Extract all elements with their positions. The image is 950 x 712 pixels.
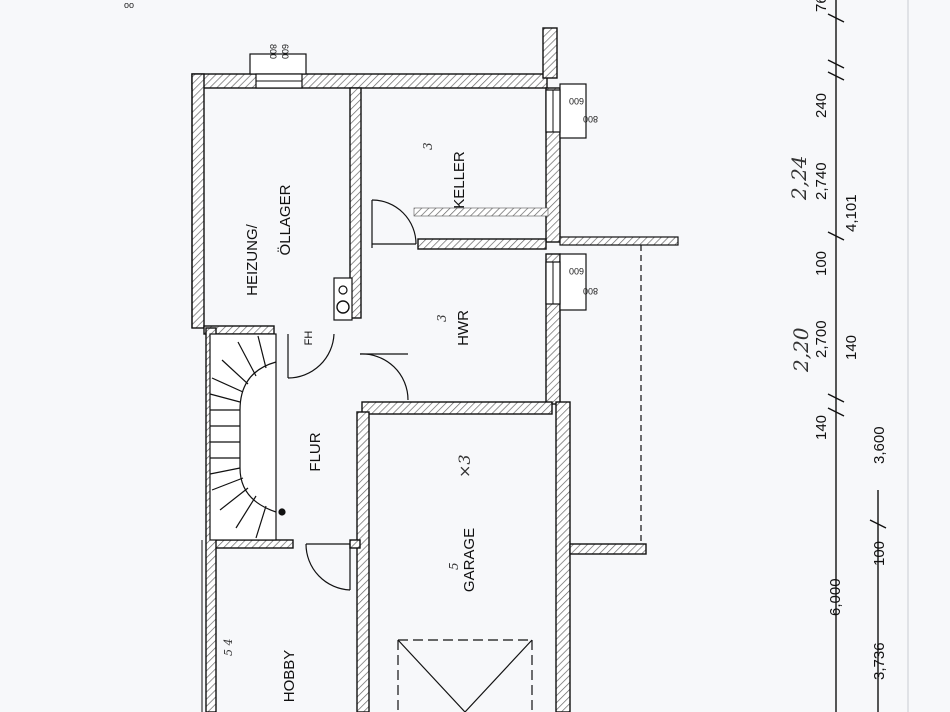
staircase [209,333,286,541]
dim-76: 76 [813,0,830,12]
wall-garage-top [361,401,553,415]
garage-door-symbol [397,639,533,712]
terrace-wall [559,236,679,246]
window-right-2 [545,253,587,311]
dim-2740: 2,740 [813,162,830,200]
hand-mark-garage: 5 [447,562,461,570]
window-top-label-b: 600 [280,44,290,59]
window-top [249,53,307,89]
room-label-keller: KELLER [451,151,468,209]
dim-140-a: 140 [813,415,830,440]
hand-mark-x3: ×3 [455,454,474,478]
wall-top [191,73,548,89]
corner-mark: oo [124,0,134,10]
dim-6000: 6,000 [827,578,844,616]
window-right-2-label-b: 800 [583,286,598,296]
door-flur-bottom [305,543,351,591]
window-right-1-label-b: 800 [583,114,598,124]
wall-right-top [542,27,558,79]
room-label-heizung-line1: HEIZUNG/ [244,223,261,296]
hand-mark-keller: 3 [421,142,435,150]
hand-mark-hobby: 5 4 [222,639,235,657]
dimension-line [827,0,887,712]
wall-garage-left [356,411,370,712]
dim-2700: 2,700 [813,320,830,358]
window-right-1-label-a: 600 [569,96,584,106]
dim-100-b: 100 [871,541,888,566]
room-label-fh: FH [303,331,315,346]
room-label-garage: GARAGE [461,528,478,592]
door-heizung [287,333,335,379]
room-label-hobby: HOBBY [281,650,298,703]
dim-3736: 3,736 [871,642,888,680]
dim-240: 240 [813,93,830,118]
hand-mark-hwr: 3 [435,314,449,322]
wall-carport [569,543,647,555]
wall-partition-1 [349,87,362,319]
dim-4101: 4,101 [843,194,860,232]
dim-100-a: 100 [813,251,830,276]
wall-flur-bottom-2 [349,539,361,549]
window-top-label-a: 800 [268,44,278,59]
window-right-2-label-a: 600 [569,266,584,276]
dim-140-b: 140 [843,335,860,360]
room-label-flur: FLUR [307,432,324,471]
window-right-1 [545,83,587,139]
room-label-heizung-line2: ÖLLAGER [276,184,294,255]
keller-shelf [413,207,549,217]
wall-keller-bottom [417,238,547,250]
wall-left-upper [191,73,205,329]
room-label-hwr: HWR [455,310,472,346]
oil-tank-symbol [333,277,353,321]
door-hwr [359,353,409,401]
door-keller [371,199,417,248]
dim-3600: 3,600 [871,426,888,464]
wall-garage-right [555,401,571,712]
wall-flur-bottom [212,539,294,549]
hand-height-1: 2,24 [787,155,811,201]
hand-height-2: 2,20 [789,327,813,373]
